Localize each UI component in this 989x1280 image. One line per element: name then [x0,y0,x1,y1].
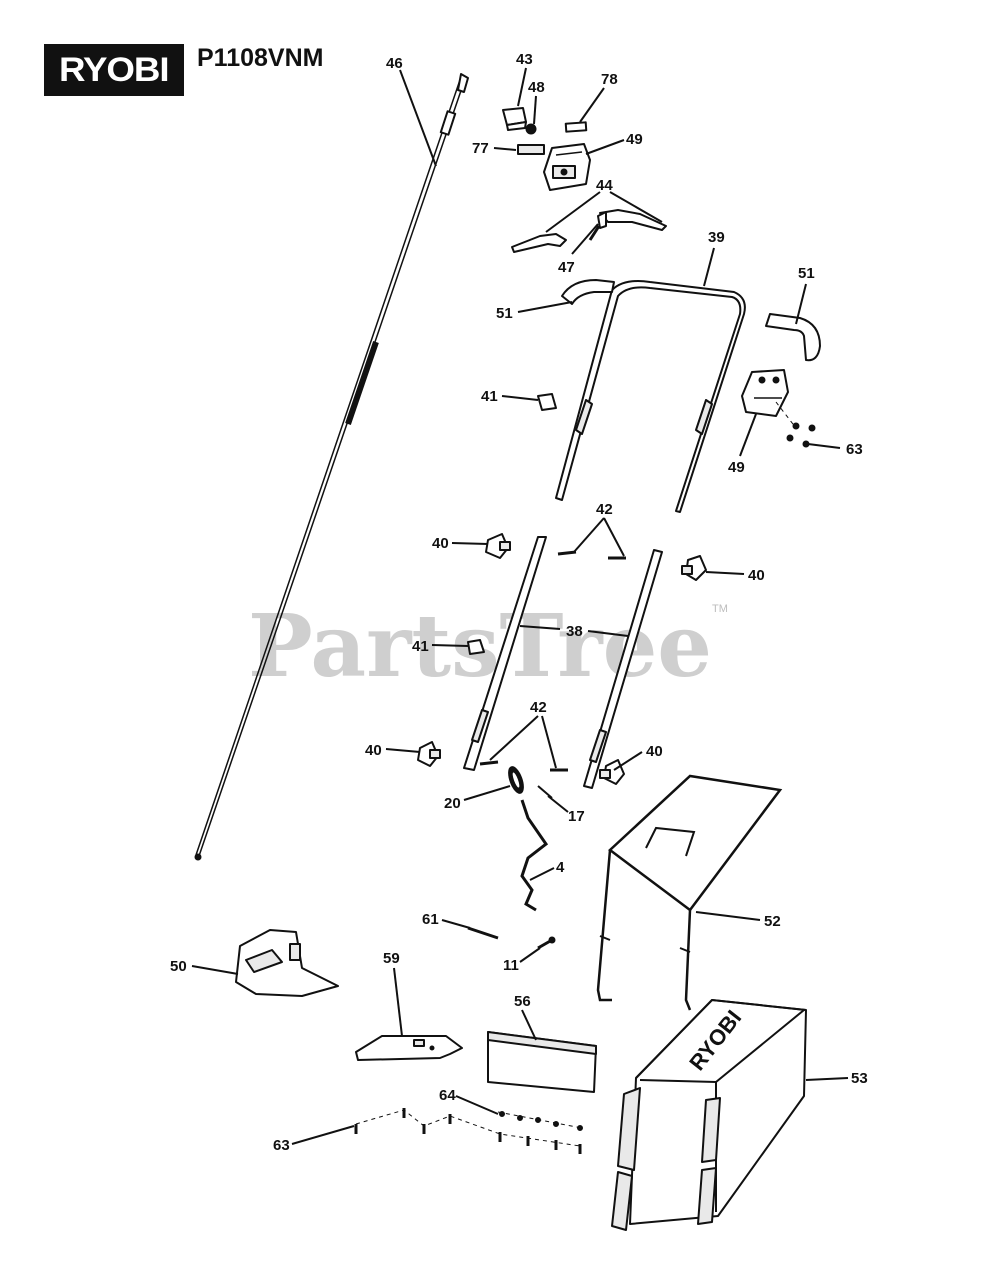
callout-44: 44 [596,177,613,194]
callout-56: 56 [514,993,531,1010]
part-41-lower-clip [467,639,485,655]
model-number: P1108VNM [197,44,324,72]
callout-41-upper: 41 [481,388,498,405]
part-43-knob [502,107,527,131]
part-40-knob-upper-left [485,533,511,559]
part-17-pin [537,785,553,799]
part-64-screws [497,1111,583,1131]
callout-labels: 46 43 48 78 77 49 44 47 39 51 51 41 49 6… [170,51,868,1154]
callout-49-upper: 49 [626,131,643,148]
callout-59: 59 [383,950,400,967]
part-77-label [517,144,545,155]
callout-42-lower: 42 [530,699,547,716]
part-11-screw [537,936,556,950]
part-39-upper-handle [555,280,746,513]
leader-lines [191,67,849,1145]
callout-63-lower: 63 [273,1137,290,1154]
callout-48: 48 [528,79,545,96]
part-51-left-grip [561,279,615,305]
part-40-knob-lower-left [417,741,441,767]
part-41-upper-clip [537,393,557,411]
part-59-mulch-cover [355,1035,463,1061]
callout-20: 20 [444,795,461,812]
part-78-label [564,121,588,133]
part-40-knob-lower-right [599,759,625,785]
part-42-bolts-upper [557,550,626,560]
callout-77: 77 [472,140,489,157]
callout-4: 4 [556,859,565,876]
callout-64: 64 [439,1087,456,1104]
callout-63-upper: 63 [846,441,863,458]
callout-51-left: 51 [496,305,513,322]
watermark-trademark: TM [712,603,728,615]
callout-40-lower-left: 40 [365,742,382,759]
callout-61: 61 [422,911,439,928]
callout-40-upper-left: 40 [432,535,449,552]
callout-53: 53 [851,1070,868,1087]
brand-logo: RYOBI [44,44,184,96]
part-20-spacer [508,766,524,794]
callout-42-upper: 42 [596,501,613,518]
callout-52: 52 [764,913,781,930]
callout-40-upper-right: 40 [748,567,765,584]
part-52-bag-frame [596,774,783,1011]
callout-11: 11 [503,957,519,974]
callout-40-lower-right: 40 [646,743,663,760]
part-50-discharge-door [235,929,339,997]
part-46-cable [194,73,469,861]
part-63-screws-lower [354,1108,582,1154]
callout-46: 46 [386,55,403,72]
callout-78: 78 [601,71,618,88]
callout-47: 47 [558,259,575,276]
callout-51-right: 51 [798,265,815,282]
part-53-grass-bag: RYOBI [611,998,807,1231]
part-63-screws-upper [775,401,816,448]
part-51-right-grip [765,313,821,362]
callout-43: 43 [516,51,533,68]
callout-50: 50 [170,958,187,975]
part-56-rear-flap [487,1031,597,1093]
part-38-lower-handle-left [463,536,547,771]
part-61-bolt [467,926,499,940]
callout-41-lower: 41 [412,638,429,655]
part-49-switch-housing-bottom [741,369,789,417]
callout-49-lower: 49 [728,459,745,476]
part-38-lower-handle-right [583,549,663,789]
part-4-height-adjust-rod [520,799,549,912]
callout-17: 17 [568,808,585,825]
part-49-switch-housing-top [543,143,591,191]
part-48-nut [525,123,537,135]
callout-38: 38 [566,623,583,640]
part-42-bolts-lower [479,760,568,772]
part-40-knob-upper-right [681,555,707,581]
part-44-bail-levers [511,209,667,253]
part-47-spring-pin [588,225,601,241]
callout-39: 39 [708,229,725,246]
brand-logo-text: RYOBI [59,50,170,89]
